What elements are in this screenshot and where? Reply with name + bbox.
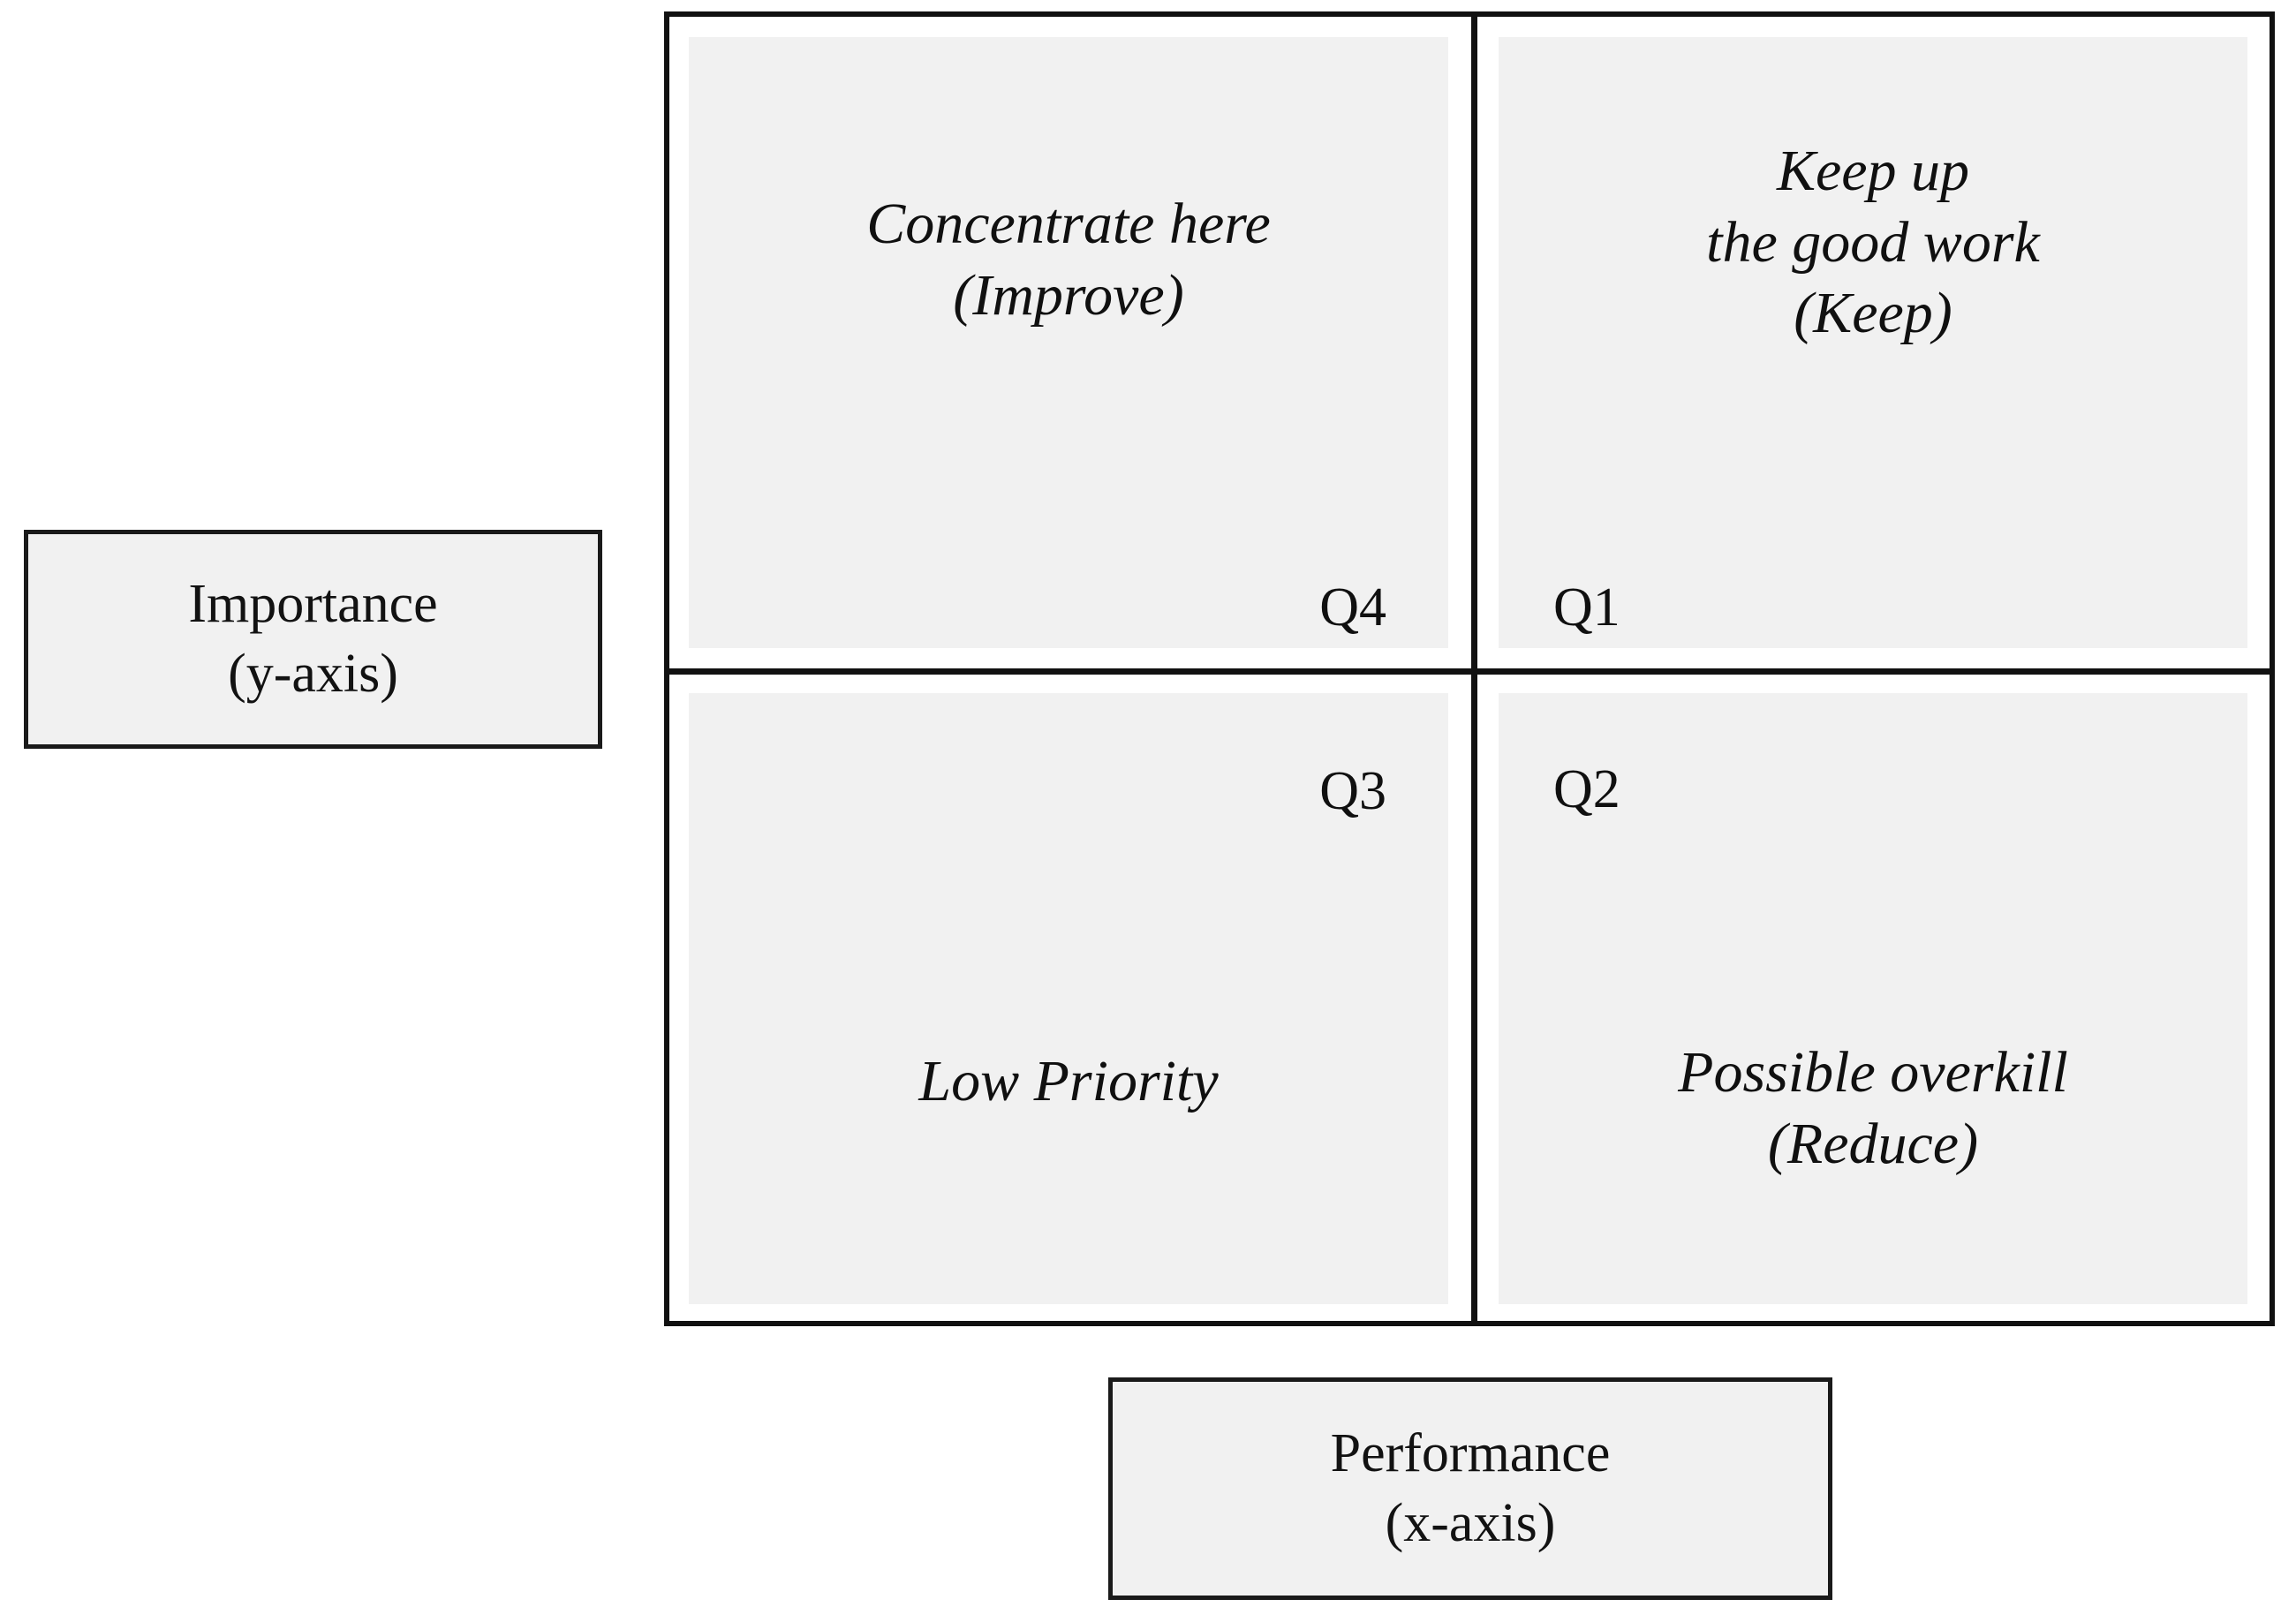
x-axis-label-box: Performance (x-axis) bbox=[1108, 1377, 1832, 1600]
quadrant-q3-code: Q3 bbox=[1319, 761, 1386, 821]
quadrant-q1[interactable]: Keep up the good work (Keep) Q1 bbox=[1477, 17, 2270, 668]
quadrant-q2-fill: Possible overkill (Reduce) Q2 bbox=[1499, 693, 2247, 1304]
quadrant-q1-label: Keep up the good work (Keep) bbox=[1706, 139, 2040, 346]
quadrant-matrix: Concentrate here (Improve) Q4 Keep up th… bbox=[664, 11, 2275, 1326]
quadrant-q1-code: Q1 bbox=[1553, 577, 1620, 637]
x-axis-label-suffix: (x-axis) bbox=[1385, 1493, 1556, 1553]
quadrant-q3-fill: Low Priority Q3 bbox=[689, 693, 1448, 1304]
y-axis-label-suffix: (y-axis) bbox=[228, 644, 398, 704]
quadrant-q3-label: Low Priority bbox=[918, 1049, 1219, 1113]
horizontal-axis-divider bbox=[669, 668, 2270, 675]
quadrant-q3[interactable]: Low Priority Q3 bbox=[669, 675, 1471, 1326]
quadrant-q4-label: Concentrate here (Improve) bbox=[866, 192, 1271, 328]
x-axis-label-name: Performance bbox=[1330, 1422, 1611, 1483]
quadrant-q4[interactable]: Concentrate here (Improve) Q4 bbox=[669, 17, 1471, 668]
quadrant-q4-code: Q4 bbox=[1319, 577, 1386, 637]
quadrant-q2-label: Possible overkill (Reduce) bbox=[1678, 1040, 2068, 1176]
quadrant-q2-code: Q2 bbox=[1553, 759, 1620, 819]
quadrant-q4-fill: Concentrate here (Improve) Q4 bbox=[689, 37, 1448, 648]
quadrant-q1-fill: Keep up the good work (Keep) Q1 bbox=[1499, 37, 2247, 648]
quadrant-q2[interactable]: Possible overkill (Reduce) Q2 bbox=[1477, 675, 2270, 1326]
y-axis-label-box: Importance (y-axis) bbox=[24, 530, 602, 749]
y-axis-label-name: Importance bbox=[188, 573, 438, 634]
